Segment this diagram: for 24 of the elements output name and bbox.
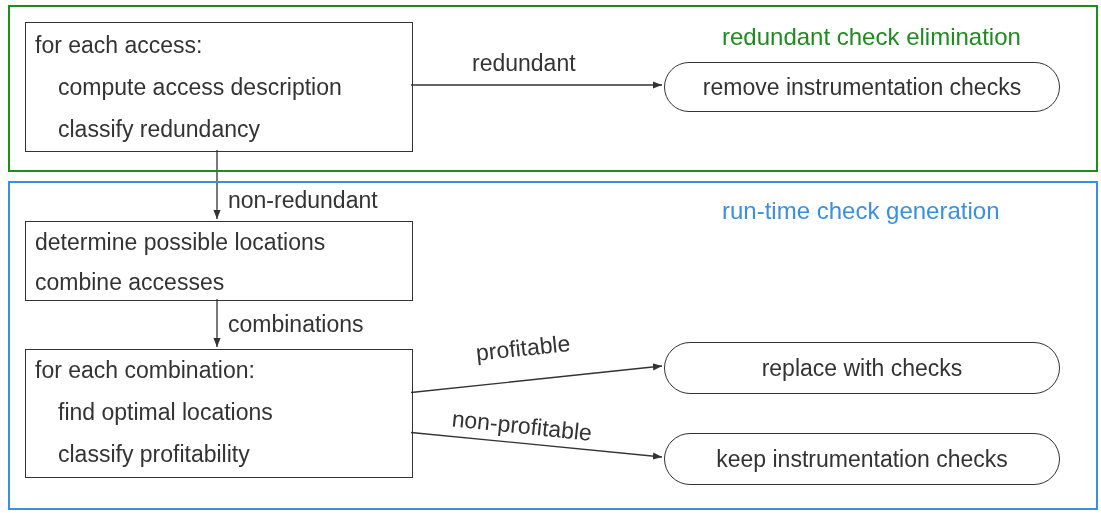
arrow xyxy=(213,149,221,220)
arrow xyxy=(410,431,663,460)
step-text: remove instrumentation checks xyxy=(701,73,1023,101)
step-text: for each combination: xyxy=(35,356,255,384)
step-text: determine possible locations xyxy=(35,228,326,256)
step-text: compute access description xyxy=(58,73,342,101)
step-text: replace with checks xyxy=(760,354,964,382)
process-box xyxy=(25,221,413,301)
step-text: find optimal locations xyxy=(58,398,273,426)
step-text: keep instrumentation checks xyxy=(715,445,1009,473)
result-box xyxy=(664,62,1060,112)
step-text: for each access: xyxy=(35,31,203,59)
step-text: combine accesses xyxy=(35,268,225,296)
group-panel xyxy=(8,181,1098,510)
group-panel xyxy=(8,5,1098,172)
process-box xyxy=(25,349,413,478)
arrow xyxy=(213,298,221,348)
group-title: redundant check elimination xyxy=(722,23,1021,51)
step-text: classify profitability xyxy=(58,440,250,468)
arrow xyxy=(410,81,663,89)
arrow xyxy=(410,363,663,394)
step-text: classify redundancy xyxy=(58,115,260,143)
process-box xyxy=(25,22,413,152)
group-title: run-time check generation xyxy=(722,197,1000,225)
